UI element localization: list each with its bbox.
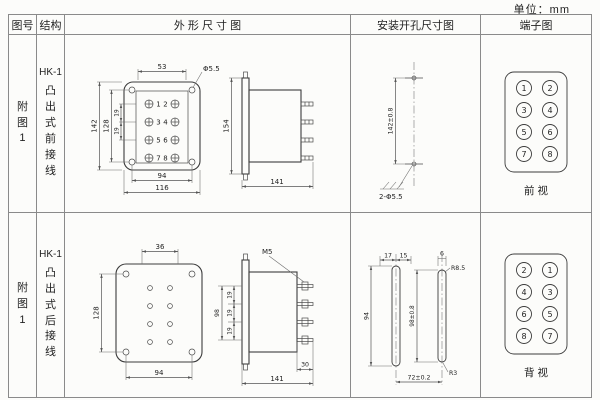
row1-front-dimensions: 53 Φ5.5 142 128 19 19 94: [90, 63, 219, 195]
row1-outline-cell: 1 2 3 4 5 6 7 8 53 Φ5.5 142: [65, 35, 351, 213]
view-label: 前 视: [524, 184, 548, 197]
row1-structure: HK-1 凸出式前接线: [37, 35, 65, 213]
row1-terminal-view: 1 2 3 4 5 6 7 8 前 视: [504, 71, 568, 197]
dim-label: 19: [227, 327, 233, 335]
dim-label: 72±0.2: [407, 375, 430, 382]
terminal-no: 1: [156, 100, 160, 108]
row2-side-studs: [296, 281, 313, 345]
terminal-no: 6: [547, 127, 552, 136]
dim-label: 19: [227, 309, 233, 317]
header-terminal-diagram: 端子图: [481, 15, 591, 35]
dim-label: 94: [154, 369, 163, 377]
dim-label: 98: [214, 309, 221, 317]
row2-install-drawing: 17 15 6 R8.5 94 98±0.8 R3: [363, 251, 465, 385]
row1-side-studs: [300, 101, 313, 160]
terminal-no: 1: [547, 266, 552, 275]
row2-model: HK-1: [39, 248, 62, 260]
dim-label: 19: [227, 291, 233, 299]
dim-label: 128: [92, 306, 100, 319]
terminal-no: 4: [163, 118, 168, 126]
terminal-no: 8: [521, 332, 526, 341]
terminal-no: 7: [521, 149, 526, 158]
row2-side-view: M5 98 19 19 19 30 141: [214, 248, 313, 386]
terminal-no: 7: [156, 154, 160, 162]
unit-label: 单位：mm: [513, 4, 570, 16]
row1-install-drawing: 142±0.8 2-Φ5.5: [379, 61, 423, 201]
dim-label: 15: [399, 253, 407, 260]
terminal-no: 8: [163, 154, 167, 162]
terminal-no: 4: [521, 288, 526, 297]
terminal-no: 2: [547, 83, 552, 92]
terminal-no: 8: [547, 149, 552, 158]
dim-label: 141: [270, 178, 283, 186]
row2-structure-label: 凸出式后接线: [44, 266, 56, 359]
terminal-no: 3: [156, 118, 160, 126]
row1-install-cell: 142±0.8 2-Φ5.5: [351, 35, 481, 213]
row1-fig-no: 附图1: [9, 35, 37, 213]
row2-install-view: 17 15 6 R8.5 94 98±0.8 R3: [363, 251, 465, 385]
terminal-no: 3: [547, 288, 552, 297]
dim-label: 94: [363, 312, 370, 320]
row1-model: HK-1: [39, 67, 62, 79]
row1-terminal-screws: [144, 99, 179, 162]
row2-rear-view: 36 128 94: [92, 243, 203, 380]
terminal-no: 5: [521, 127, 526, 136]
header-install-dims: 安装开孔尺寸图: [351, 15, 481, 35]
terminal-no: 7: [547, 332, 552, 341]
terminal-no: 2: [521, 266, 526, 275]
dim-label: 17: [384, 253, 392, 260]
dim-label: 36: [155, 243, 164, 251]
terminal-no: 3: [521, 105, 526, 114]
dim-label: 2-Φ5.5: [379, 193, 403, 201]
dim-label: 142: [90, 119, 98, 132]
row1-terminal-cell: 1 2 3 4 5 6 7 8 前 视: [481, 35, 591, 213]
row2-outline-drawing: 36 128 94: [92, 243, 313, 386]
row1-structure-label: 凸出式前接线: [44, 85, 56, 177]
row1-side-view: 154 141: [222, 71, 313, 189]
row1-install-view: 142±0.8 2-Φ5.5: [379, 61, 423, 201]
dim-label: 116: [155, 184, 169, 192]
header-outline-dims: 外 形 尺 寸 图: [65, 15, 351, 35]
terminal-no: 4: [547, 105, 552, 114]
row2-install-cell: 17 15 6 R8.5 94 98±0.8 R3: [351, 213, 481, 397]
dim-label: 154: [222, 118, 230, 132]
dim-label: 53: [157, 63, 166, 71]
dim-label: R3: [449, 370, 457, 377]
dimension-table: 图号 结构 外 形 尺 寸 图 安装开孔尺寸图 端子图 附图1 HK-1 凸出式…: [8, 14, 592, 398]
row1-terminal-diagram: 1 2 3 4 5 6 7 8 前 视: [504, 71, 568, 197]
view-label: 背 视: [524, 366, 548, 379]
dim-label: 19: [114, 127, 120, 135]
dim-label: 6: [440, 251, 444, 258]
dim-label: Φ5.5: [203, 65, 220, 73]
header-structure: 结构: [37, 15, 65, 35]
row2-terminal-diagram: 2 1 4 3 6 5 8 7 背 视: [504, 253, 568, 379]
terminal-no: 6: [163, 136, 168, 144]
dim-label: 19: [114, 109, 120, 117]
row2-outline-cell: 36 128 94: [65, 213, 351, 397]
dim-label: 98±0.8: [410, 305, 416, 327]
dim-label: M5: [262, 248, 273, 256]
row1-fig-label: 附图1: [16, 100, 28, 145]
terminal-no: 1: [521, 83, 526, 92]
row1-front-view: 1 2 3 4 5 6 7 8: [122, 80, 201, 171]
dim-label: 141: [270, 375, 283, 383]
header-fig-no: 图号: [9, 15, 37, 35]
row1-outline-drawing: 1 2 3 4 5 6 7 8 53 Φ5.5 142: [90, 63, 313, 195]
dim-label: 142±0.8: [387, 107, 394, 134]
row2-terminal-cell: 2 1 4 3 6 5 8 7 背 视: [481, 213, 591, 397]
row2-rear-terminals: [146, 285, 173, 345]
terminal-no: 6: [521, 310, 526, 319]
dim-label: 94: [157, 172, 166, 180]
dim-label: R8.5: [451, 265, 465, 272]
dim-label: 30: [301, 362, 309, 369]
terminal-no: 5: [156, 136, 160, 144]
terminal-no: 5: [547, 310, 552, 319]
dim-label: 128: [102, 119, 110, 132]
terminal-no: 2: [163, 100, 167, 108]
row2-terminal-view: 2 1 4 3 6 5 8 7 背 视: [504, 253, 568, 379]
row2-structure: HK-1 凸出式后接线: [37, 213, 65, 397]
row2-fig-label: 附图1: [16, 282, 28, 326]
row2-fig-no: 附图1: [9, 213, 37, 397]
